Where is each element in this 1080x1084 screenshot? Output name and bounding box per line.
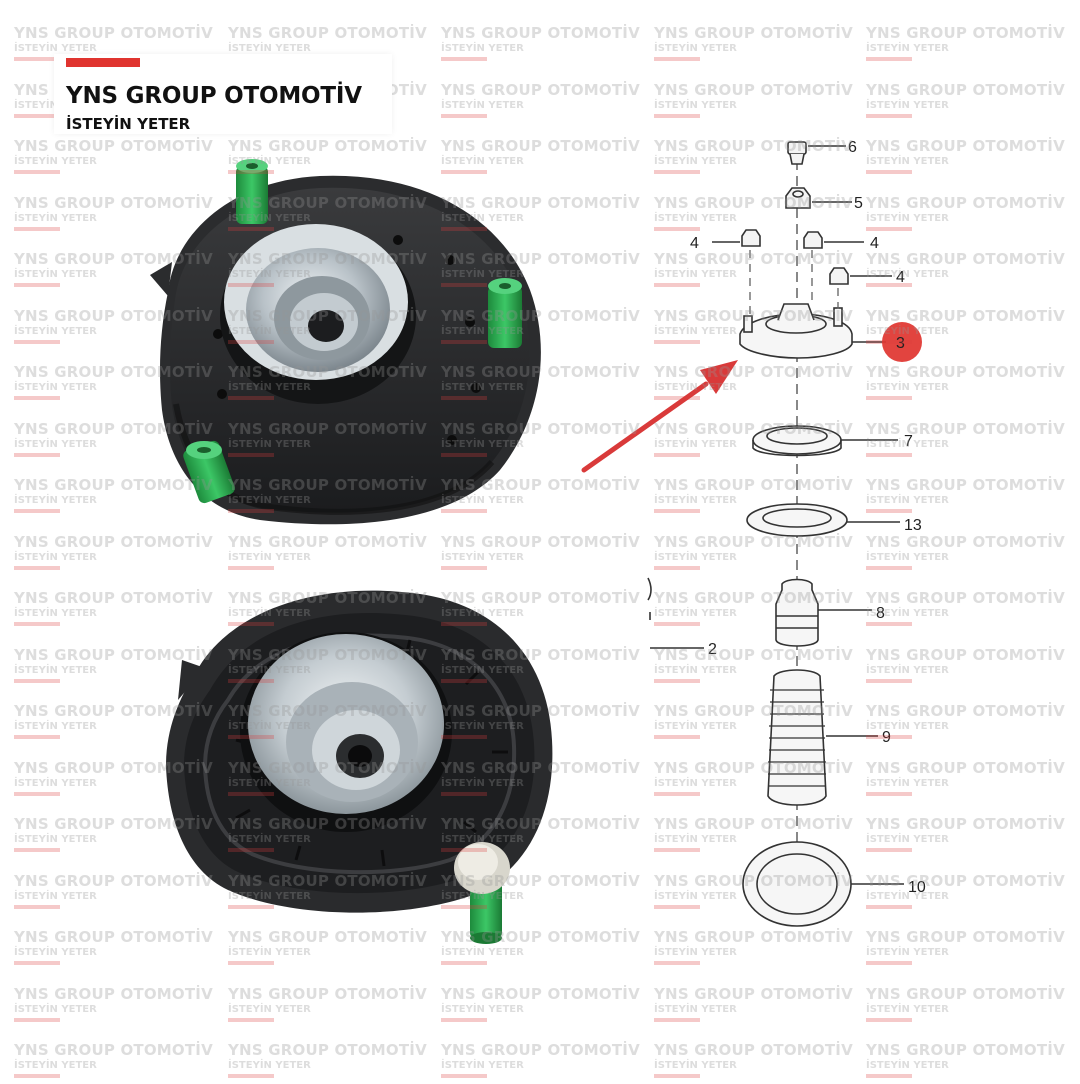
part-5-nut xyxy=(785,187,852,209)
part-10-spring-seat xyxy=(742,841,904,927)
part-4-nut xyxy=(712,229,761,247)
callout-label: 10 xyxy=(908,879,926,896)
part-4-nut xyxy=(829,267,892,285)
callout-label: 4 xyxy=(896,269,905,286)
brand-accent-bar xyxy=(66,58,140,67)
part-8-bump-stop xyxy=(775,578,872,647)
part-13-washer xyxy=(746,503,900,537)
callout-labels: 6 5 4 4 4 3 7 13 8 9 10 2 xyxy=(690,139,926,896)
callout-label: 4 xyxy=(690,235,699,252)
part-9-dust-boot xyxy=(767,669,878,806)
callout-label: 5 xyxy=(854,195,863,212)
brand-tagline: İSTEYİN YETER xyxy=(66,115,191,133)
part-4-nut xyxy=(803,231,864,249)
callout-label: 13 xyxy=(904,517,922,534)
highlight-marker xyxy=(882,322,922,362)
exploded-parts-diagram xyxy=(647,141,922,927)
callout-label: 2 xyxy=(708,641,717,658)
strut-mount-bottom-photo xyxy=(166,590,553,944)
callout-label: 8 xyxy=(876,605,885,622)
callout-label: 4 xyxy=(870,235,879,252)
strut-mount-top-photo xyxy=(150,159,541,525)
green-stud xyxy=(488,278,522,348)
callout-label: 3 xyxy=(896,335,905,352)
brand-name: YNS GROUP OTOMOTİV xyxy=(66,83,362,109)
brand-banner: YNS GROUP OTOMOTİV İSTEYİN YETER xyxy=(54,54,392,134)
part-6-bolt xyxy=(787,141,846,165)
highlight-arrow xyxy=(581,360,738,473)
callout-label: 7 xyxy=(904,433,913,450)
part-7-bearing xyxy=(752,425,898,457)
callout-label: 9 xyxy=(882,729,891,746)
green-stud xyxy=(470,880,502,944)
callout-label: 6 xyxy=(848,139,857,156)
green-stud xyxy=(183,440,235,504)
green-stud xyxy=(236,159,268,224)
part-2-leader xyxy=(647,577,704,649)
part-3-strut-mount xyxy=(739,303,886,359)
